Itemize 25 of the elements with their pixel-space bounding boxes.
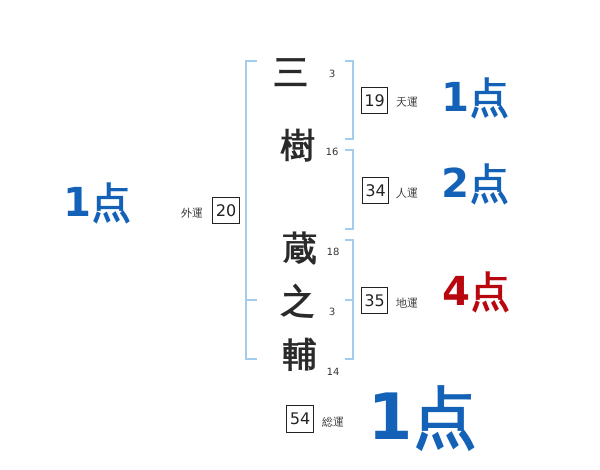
number-box: 54: [286, 405, 314, 433]
name-character: 之: [281, 285, 315, 319]
name-character: 蔵: [283, 232, 317, 266]
number-box: 35: [361, 287, 388, 314]
score-label: 1点: [63, 183, 131, 223]
stroke-count: 3: [328, 70, 336, 80]
fortune-label: 総運: [322, 416, 344, 428]
stroke-count: 16: [326, 148, 338, 158]
stroke-count: 18: [326, 248, 340, 258]
score-label: 1点: [441, 78, 509, 118]
name-character: 樹: [281, 129, 315, 163]
number-box: 34: [362, 177, 389, 204]
fortune-label: 天運: [396, 96, 418, 108]
number-box: 19: [361, 87, 388, 114]
number-box: 20: [212, 197, 240, 224]
fortune-label: 人運: [396, 188, 418, 198]
stroke-count: 14: [326, 368, 340, 378]
name-character: 輔: [283, 338, 317, 372]
name-character: 三: [274, 56, 308, 90]
score-label: 1点: [368, 386, 476, 450]
score-label: 2点: [441, 164, 509, 204]
stroke-count: 3: [328, 308, 336, 318]
fortune-label: 地運: [396, 298, 418, 308]
score-label: 4点: [442, 272, 510, 312]
fortune-label: 外運: [181, 208, 203, 218]
